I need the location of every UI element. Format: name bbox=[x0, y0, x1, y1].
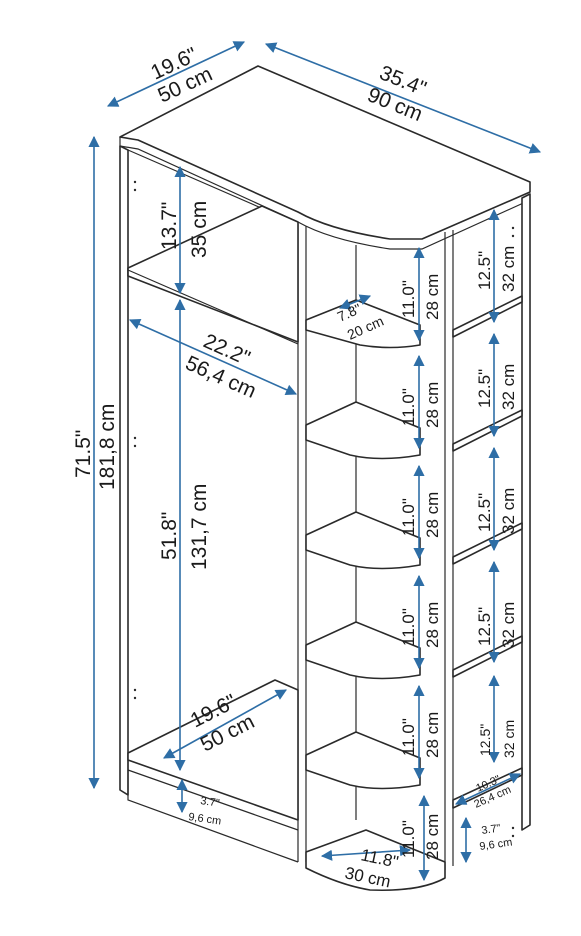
middle-spacing-cm-label-4: 28 cm bbox=[423, 602, 442, 648]
plinth-right-cm-label: 9,6 cm bbox=[479, 836, 513, 852]
middle-spacing-cm-label-1: 28 cm bbox=[423, 274, 442, 320]
plinth-left-inch-label: 3.7" bbox=[200, 795, 221, 810]
top-gap-cm-label: 35 cm bbox=[188, 201, 211, 258]
middle-spacing-inch-label-1: 11.0" bbox=[399, 280, 418, 318]
right-side-panel bbox=[521, 193, 531, 831]
hanging-height-inch-label: 51.8" bbox=[158, 512, 181, 560]
middle-spacing-inch-label-2: 11.0" bbox=[399, 388, 418, 426]
wardrobe-body bbox=[119, 65, 531, 892]
dimension-lines bbox=[88, 41, 542, 882]
middle-spacing-cm-label-5: 28 cm bbox=[423, 712, 442, 758]
height-inch-label: 71.5" bbox=[72, 430, 95, 478]
shelf-pin-holes bbox=[133, 180, 515, 838]
middle-spacing-inch-label-5: 11.0" bbox=[399, 718, 418, 756]
middle-spacing-cm-label-3: 28 cm bbox=[423, 492, 442, 538]
right-shelf-2 bbox=[452, 409, 523, 452]
right-spacing-inch-label-5: 12.5" bbox=[477, 724, 493, 756]
middle-spacing-inch-label-3: 11.0" bbox=[399, 498, 418, 536]
middle-spacing-inch-label-4: 11.0" bbox=[399, 608, 418, 646]
right-spacing-inch-label-1: 12.5" bbox=[475, 251, 494, 290]
middle-spacing-inch-label-6: 11.0" bbox=[399, 820, 418, 858]
middle-spacing-cm-label-6: 28 cm bbox=[423, 814, 442, 860]
right-spacing-cm-label-5: 32 cm bbox=[501, 720, 517, 758]
left-side-panel bbox=[119, 145, 129, 796]
right-spacing-inch-label-3: 12.5" bbox=[475, 493, 494, 532]
right-spacing-cm-label-1: 32 cm bbox=[499, 246, 518, 292]
right-spacing-cm-label-3: 32 cm bbox=[499, 488, 518, 534]
right-spacing-cm-label-2: 32 cm bbox=[499, 364, 518, 410]
plinth-left-cm-label: 9,6 cm bbox=[188, 811, 222, 827]
hanging-height-cm-label: 131,7 cm bbox=[188, 484, 211, 570]
right-spacing-inch-label-2: 12.5" bbox=[475, 369, 494, 408]
top-gap-inch-label: 13.7" bbox=[158, 202, 181, 250]
right-shelf-1 bbox=[452, 295, 523, 338]
left-top-shelf bbox=[127, 205, 299, 343]
middle-spacing-cm-label-2: 28 cm bbox=[423, 382, 442, 428]
plinth-right-inch-label: 3.7" bbox=[481, 822, 502, 837]
right-spacing-cm-label-4: 32 cm bbox=[499, 602, 518, 648]
height-cm-label: 181,8 cm bbox=[96, 404, 119, 490]
right-spacing-inch-label-4: 12.5" bbox=[475, 607, 494, 646]
